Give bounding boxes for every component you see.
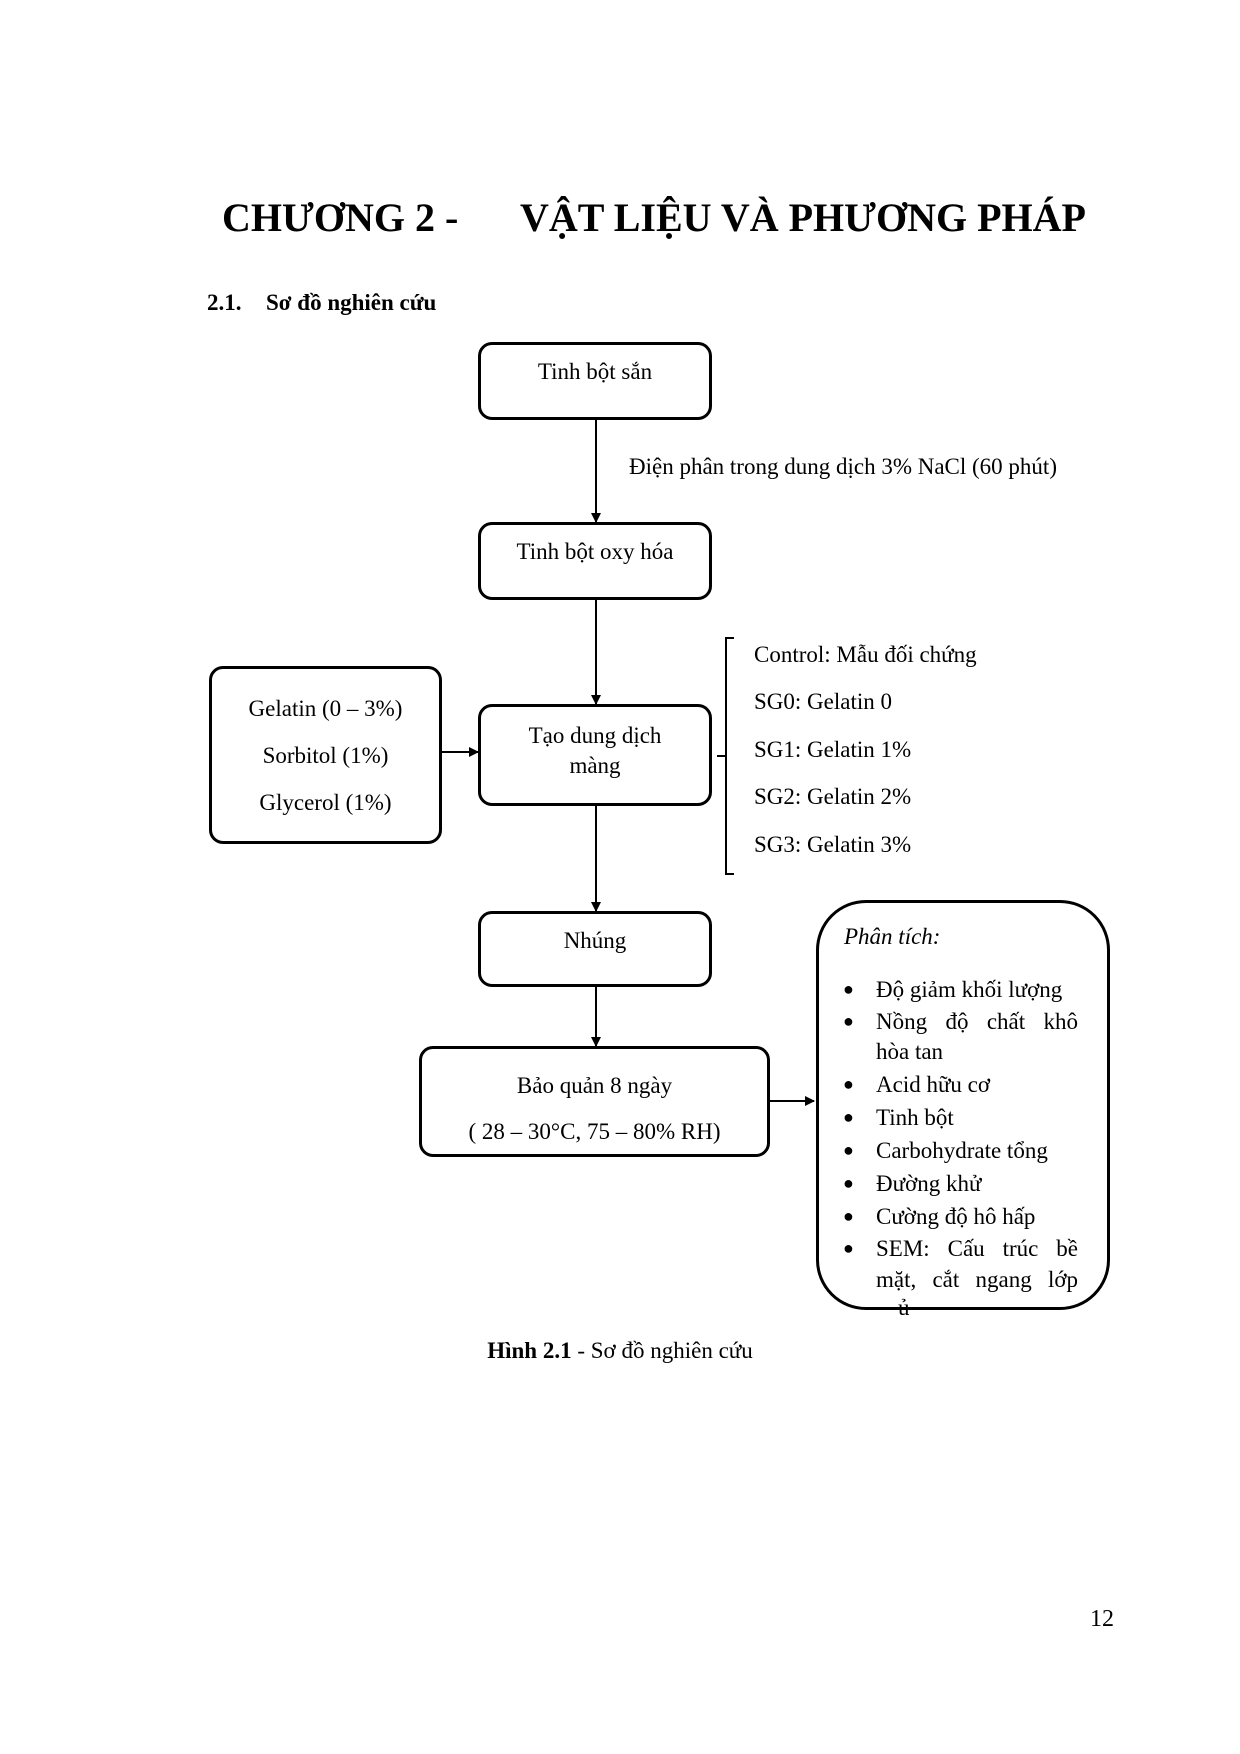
analysis-item-starch: Tinh bột (876, 1105, 954, 1130)
node-film-solution: Tạo dung dịch màng (478, 704, 712, 806)
analysis-item-weight-loss: Độ giảm khối lượng (876, 977, 1063, 1002)
node-storage-line2: ( 28 – 30°C, 75 – 80% RH) (468, 1119, 721, 1144)
node-film-solution-line1: Tạo dung dịch (528, 723, 662, 748)
figure-caption-label: Hình 2.1 (487, 1338, 572, 1363)
node-cassava-starch: Tinh bột sắn (478, 342, 712, 420)
additive-glycerol: Glycerol (1%) (259, 790, 392, 815)
analysis-box (816, 900, 1110, 1310)
figure-caption: Hình 2.1 - Sơ đồ nghiên cứu (0, 1334, 1240, 1368)
analysis-item-organic-acid: Acid hữu cơ (876, 1072, 991, 1097)
chapter-number: CHƯƠNG 2 - (222, 195, 459, 240)
section-number: 2.1. (207, 290, 242, 315)
analysis-item-soluble-solids: Nồng độ chất khô (876, 1009, 1078, 1034)
additive-gelatin: Gelatin (0 – 3%) (248, 696, 403, 721)
bullet-icon: ● (843, 1173, 854, 1193)
node-oxidized-starch: Tinh bột oxy hóa (478, 522, 712, 600)
analysis-item-sem-cont: mặt, cắt ngang lớp (876, 1267, 1078, 1292)
node-additives: Gelatin (0 – 3%) Sorbitol (1%) Glycerol … (209, 666, 442, 844)
analysis-item-respiration-rate: Cường độ hô hấp (876, 1204, 1036, 1229)
node-storage: Bảo quản 8 ngày ( 28 – 30°C, 75 – 80% RH… (419, 1046, 770, 1157)
chapter-title: VẬT LIỆU VÀ PHƯƠNG PHÁP (520, 195, 1086, 240)
bullet-icon: ● (843, 1140, 854, 1160)
analysis-item-total-carbohydrate: Carbohydrate tổng (876, 1138, 1048, 1163)
node-oxidized-starch-label: Tinh bột oxy hóa (516, 539, 674, 564)
bullet-icon: ● (843, 1238, 854, 1258)
bullet-icon: ● (843, 1011, 854, 1031)
bullet-icon: ● (843, 1107, 854, 1127)
sample-group-sg0: SG0: Gelatin 0 (754, 689, 892, 714)
sample-group-sg2: SG2: Gelatin 2% (754, 784, 912, 809)
analysis-title: Phân tích: (844, 924, 941, 949)
sample-group-control: Control: Mẫu đối chứng (754, 642, 977, 667)
sample-group-sg3: SG3: Gelatin 3% (754, 832, 912, 857)
node-dipping: Nhúng (478, 911, 712, 987)
chapter-heading: CHƯƠNG 2 - VẬT LIỆU VÀ PHƯƠNG PHÁP (0, 188, 1240, 248)
node-storage-line1: Bảo quản 8 ngày (516, 1073, 673, 1098)
bullet-icon: ● (843, 979, 854, 999)
analysis-item-reducing-sugar: Đường khử (876, 1171, 982, 1196)
page-number: 12 (1090, 1606, 1114, 1632)
node-film-solution-line2: màng (569, 753, 621, 778)
bullet-icon: ● (843, 1074, 854, 1094)
sample-group-bracket (717, 637, 734, 875)
bullet-icon: ● (843, 1206, 854, 1226)
analysis-item-sem: SEM: Cấu trúc bề (876, 1236, 1078, 1261)
analysis-item-sem-cont2: ủ (898, 1295, 910, 1320)
node-cassava-starch-label: Tinh bột sắn (537, 359, 653, 384)
additive-sorbitol: Sorbitol (1%) (262, 743, 389, 768)
sample-group-sg1: SG1: Gelatin 1% (754, 737, 912, 762)
node-dipping-label: Nhúng (563, 928, 627, 953)
section-title: Sơ đồ nghiên cứu (266, 290, 437, 315)
analysis-item-soluble-solids-cont: hòa tan (876, 1039, 944, 1064)
electrolysis-label: Điện phân trong dung dịch 3% NaCl (60 ph… (629, 454, 1057, 479)
figure-caption-text: - Sơ đồ nghiên cứu (571, 1338, 753, 1363)
